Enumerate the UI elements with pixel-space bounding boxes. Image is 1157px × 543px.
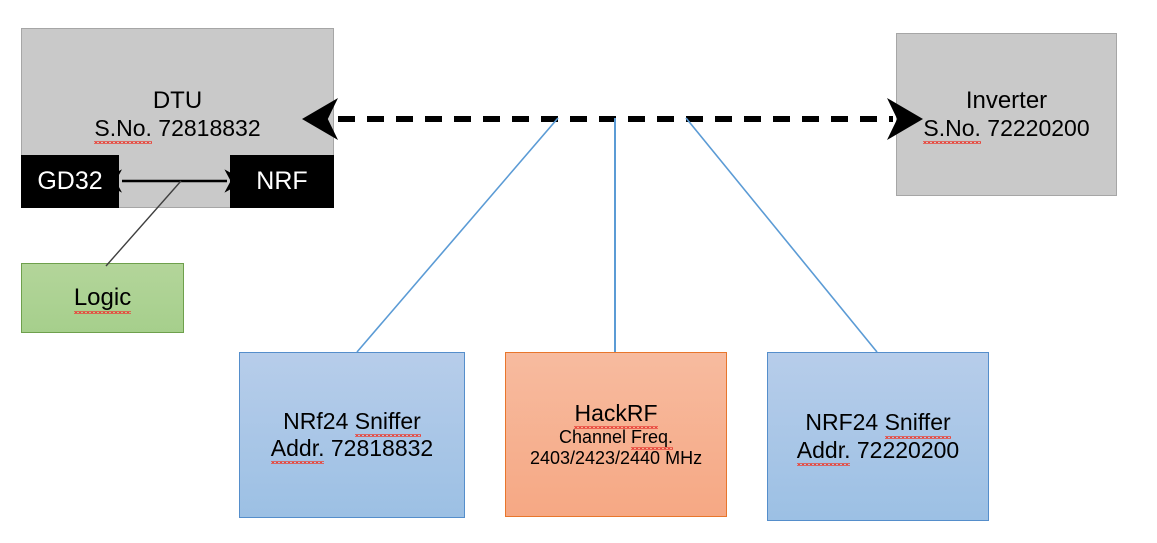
connector-sniffer-left-tap[interactable] bbox=[356, 117, 559, 353]
sniffer-right-addr-value: 72220200 bbox=[856, 436, 960, 463]
node-sniffer-right[interactable]: NRF24 Sniffer Addr. 72220200 bbox=[767, 352, 989, 521]
gd32-label: GD32 bbox=[37, 166, 103, 195]
sniffer-right-label-line2: Addr. 72220200 bbox=[796, 436, 960, 466]
dtu-serial-prefix: S.No. bbox=[94, 115, 152, 145]
connector-logic-tap[interactable] bbox=[105, 180, 182, 267]
inverter-serial-value: 72220200 bbox=[987, 115, 1090, 142]
hackrf-label-line2: Channel Freq. bbox=[558, 426, 674, 451]
sniffer-right-addr-prefix: Addr. bbox=[796, 436, 851, 466]
node-sniffer-left[interactable]: NRf24 Sniffer Addr. 72818832 bbox=[239, 352, 465, 518]
node-logic[interactable]: Logic bbox=[21, 263, 184, 333]
node-gd32[interactable]: GD32 bbox=[21, 155, 119, 208]
nrf-label: NRF bbox=[256, 166, 308, 195]
node-inverter[interactable]: Inverter S.No. 72220200 bbox=[896, 33, 1117, 196]
sniffer-left-label-line2: Addr. 72818832 bbox=[270, 435, 434, 465]
sniffer-left-label-line1: NRf24 Sniffer bbox=[283, 407, 421, 438]
logic-label: Logic bbox=[73, 283, 132, 315]
dtu-serial-value: 72818832 bbox=[158, 115, 261, 142]
dtu-label-line1: DTU bbox=[152, 87, 203, 114]
sniffer-right-label-line1: NRF24 Sniffer bbox=[805, 409, 951, 439]
dtu-label-line2: S.No. 72818832 bbox=[94, 115, 261, 145]
inverter-label-line2: S.No. 72220200 bbox=[923, 115, 1090, 145]
node-hackrf[interactable]: HackRF Channel Freq. 2403/2423/2440 MHz bbox=[505, 352, 727, 517]
inverter-serial-prefix: S.No. bbox=[923, 115, 981, 145]
sniffer-left-addr-value: 72818832 bbox=[330, 435, 434, 461]
sniffer-left-addr-prefix: Addr. bbox=[270, 435, 325, 465]
inverter-label-line1: Inverter bbox=[965, 86, 1048, 114]
node-nrf[interactable]: NRF bbox=[230, 155, 334, 208]
hackrf-label-line3: 2403/2423/2440 MHz bbox=[529, 448, 703, 469]
connector-sniffer-right-tap[interactable] bbox=[685, 117, 878, 353]
hackrf-label-line1: HackRF bbox=[574, 399, 658, 429]
